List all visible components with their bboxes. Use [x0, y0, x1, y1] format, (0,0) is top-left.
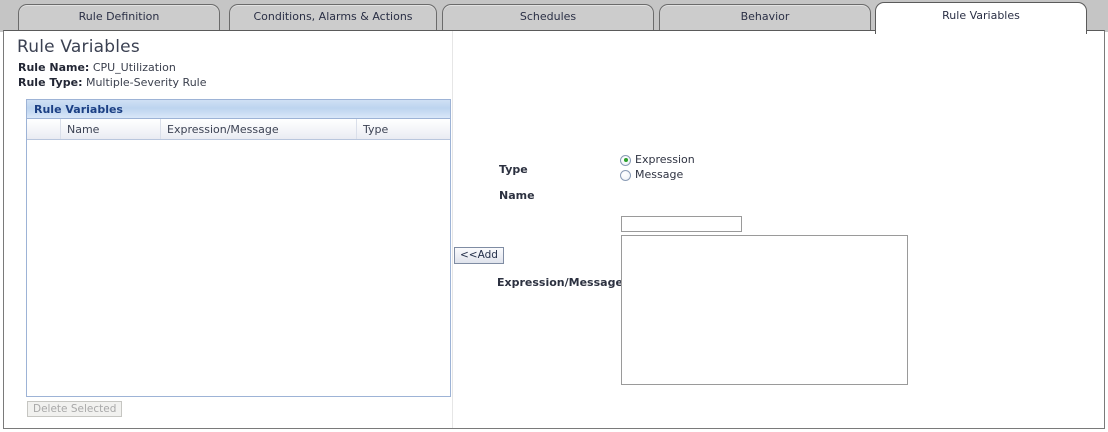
tab-label: Rule Definition	[78, 10, 160, 23]
tab-conditions-alarms-actions[interactable]: Conditions, Alarms & Actions	[229, 4, 437, 32]
grid-caption: Rule Variables	[27, 100, 450, 119]
radio-selected-icon	[620, 154, 631, 166]
tab-content-panel: Rule Variables Rule Name: CPU_Utilizatio…	[3, 30, 1105, 429]
radio-type-message[interactable]: Message	[620, 169, 683, 181]
expression-message-textarea[interactable]	[621, 235, 908, 385]
tab-label: Conditions, Alarms & Actions	[253, 10, 413, 23]
tab-label: Schedules	[519, 10, 577, 23]
rule-type-value: Multiple-Severity Rule	[85, 76, 207, 89]
radio-label: Message	[635, 168, 684, 181]
tab-schedules[interactable]: Schedules	[442, 4, 654, 32]
expression-message-label: Expression/Message	[497, 276, 623, 289]
grid-body-empty	[27, 140, 450, 396]
panel-divider	[452, 31, 453, 428]
grid-header-row: Name Expression/Message Type	[27, 119, 450, 140]
rule-type-row: Rule Type: Multiple-Severity Rule	[18, 76, 207, 89]
rule-type-label: Rule Type:	[18, 76, 83, 89]
grid-column-expression-message[interactable]: Expression/Message	[161, 119, 357, 139]
type-label: Type	[499, 163, 528, 176]
radio-label: Expression	[635, 153, 695, 166]
tab-label: Rule Variables	[942, 9, 1020, 22]
grid-column-select	[27, 119, 61, 139]
delete-selected-button[interactable]: Delete Selected	[27, 401, 123, 417]
tab-rule-definition[interactable]: Rule Definition	[18, 4, 220, 32]
grid-column-name[interactable]: Name	[61, 119, 161, 139]
radio-type-expression[interactable]: Expression	[620, 154, 695, 166]
add-button[interactable]: <<Add	[454, 247, 504, 264]
rule-name-label: Rule Name:	[18, 61, 90, 74]
tab-label: Behavior	[740, 10, 790, 23]
page-title: Rule Variables	[17, 37, 140, 57]
active-tab-notch	[876, 29, 1086, 32]
rule-name-value: CPU_Utilization	[92, 61, 176, 74]
rule-variables-grid: Rule Variables Name Expression/Message T…	[26, 99, 451, 397]
grid-column-type[interactable]: Type	[363, 123, 389, 136]
tab-bar: Rule Definition Conditions, Alarms & Act…	[0, 0, 1108, 34]
name-input[interactable]	[621, 216, 742, 232]
name-label: Name	[499, 189, 535, 202]
radio-unselected-icon	[620, 169, 631, 181]
tab-rule-variables[interactable]: Rule Variables	[875, 2, 1087, 34]
tab-behavior[interactable]: Behavior	[659, 4, 871, 32]
rule-name-row: Rule Name: CPU_Utilization	[18, 61, 176, 74]
